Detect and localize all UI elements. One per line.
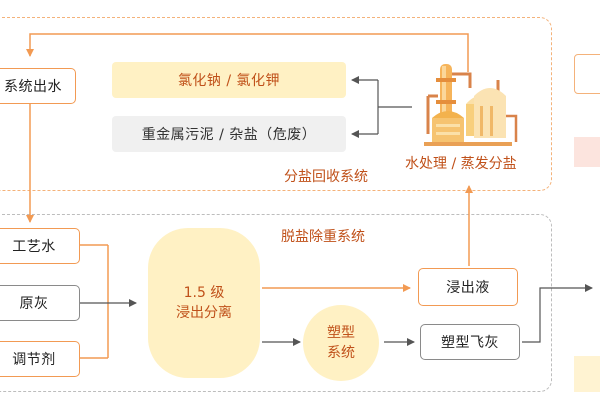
desalination-title: 脱盐除重系统 (281, 229, 365, 245)
plastic-unit-line1: 塑型 (327, 325, 355, 341)
input-raw-ash-label: 原灰 (19, 296, 49, 312)
leach-unit-line2: 浸出分离 (176, 305, 232, 321)
system-outlet-label: 系统出水 (4, 79, 62, 95)
right-edge-yellow-block (574, 356, 600, 392)
leachate-box: 浸出液 (418, 268, 518, 306)
desalination-frame (0, 214, 552, 392)
evaporation-tower-icon (424, 64, 518, 146)
plastic-ash-box: 塑型飞灰 (420, 324, 520, 360)
treatment-label: 水处理 / 蒸发分盐 (405, 156, 517, 172)
plastic-unit-line2: 系统 (327, 345, 355, 361)
plastic-ash-label: 塑型飞灰 (441, 335, 499, 351)
leachate-label: 浸出液 (446, 280, 490, 296)
product-sludge-box: 重金属污泥 / 杂盐（危废） (112, 116, 346, 152)
input-conditioner-label: 调节剂 (12, 352, 56, 368)
product-salt-box: 氯化钠 / 氯化钾 (112, 62, 346, 98)
salt-recovery-frame (0, 17, 552, 191)
leach-unit-line1: 1.5 级 (183, 285, 225, 301)
salt-recovery-title: 分盐回收系统 (284, 169, 368, 185)
leach-separation-unit: 1.5 级 浸出分离 (148, 228, 260, 378)
input-process-water-label: 工艺水 (12, 239, 56, 255)
product-sludge-label: 重金属污泥 / 杂盐（危废） (141, 127, 317, 143)
right-edge-pink-block (574, 137, 600, 167)
input-raw-ash-box: 原灰 (0, 285, 80, 321)
input-conditioner-box: 调节剂 (0, 341, 80, 377)
input-process-water-box: 工艺水 (0, 228, 80, 264)
plastic-system-unit: 塑型 系统 (303, 305, 379, 381)
system-outlet-box: 系统出水 (0, 68, 76, 104)
right-edge-box (574, 54, 600, 94)
product-salt-label: 氯化钠 / 氯化钾 (177, 73, 281, 89)
